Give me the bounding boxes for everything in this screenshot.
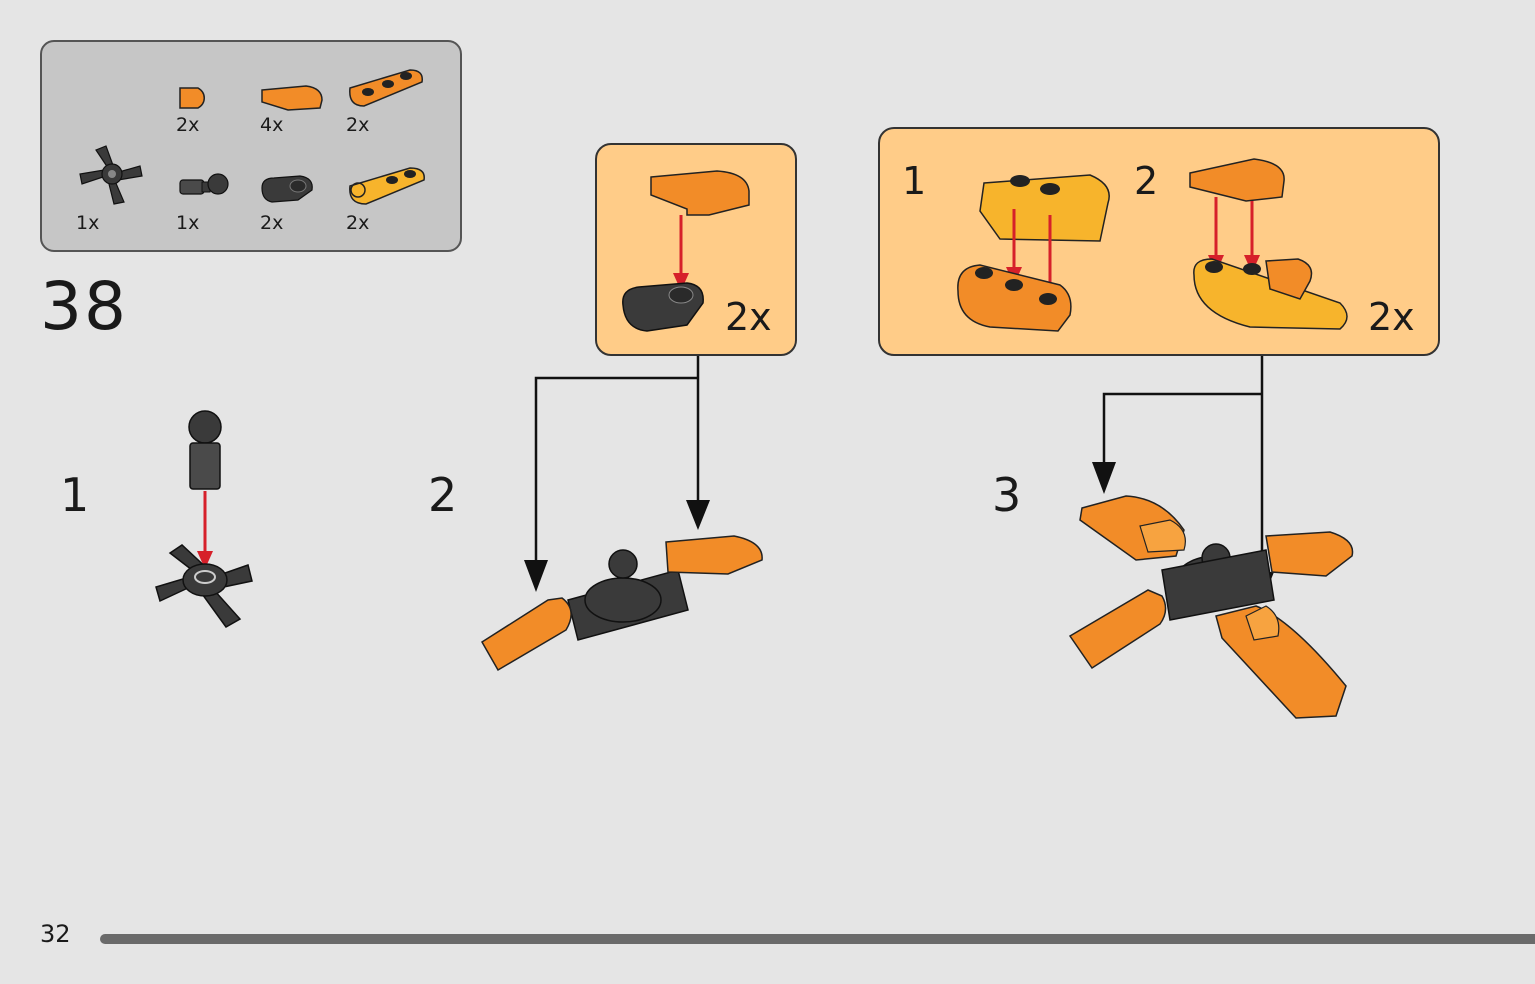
part-qty: 2x bbox=[176, 114, 200, 136]
ball-joint-cross-icon bbox=[79, 145, 143, 205]
callout-b-step-1-illustration bbox=[957, 174, 1110, 332]
substep-number-1: 1 bbox=[60, 468, 90, 522]
substep-number-3: 3 bbox=[992, 468, 1022, 522]
callout-b-step-2-illustration bbox=[1189, 158, 1348, 330]
callout-b-multiplier: 2x bbox=[1368, 295, 1415, 339]
substep-2-illustration bbox=[480, 535, 763, 672]
substep-3-illustration bbox=[1068, 495, 1354, 719]
callout-box-b: 1 2 2x bbox=[878, 127, 1440, 356]
part-qty: 4x bbox=[260, 114, 284, 136]
callout-a-multiplier: 2x bbox=[725, 295, 772, 339]
page-number: 32 bbox=[40, 920, 71, 948]
part-qty: 2x bbox=[346, 114, 370, 136]
part-qty: 2x bbox=[260, 212, 284, 234]
callout-b-sub-number-2: 2 bbox=[1134, 159, 1159, 203]
clip-plate-dark-icon bbox=[261, 175, 313, 203]
curved-slope-orange-icon bbox=[261, 85, 323, 111]
part-qty: 1x bbox=[176, 212, 200, 234]
callout-a-illustration bbox=[622, 170, 750, 332]
plate-1x3-orange-icon bbox=[349, 69, 423, 107]
parts-list-box: 2x 4x 2x 1x 1x 2x 2x bbox=[40, 40, 462, 252]
part-qty: 2x bbox=[346, 212, 370, 234]
part-qty: 1x bbox=[76, 212, 100, 234]
callout-box-a: 2x bbox=[595, 143, 797, 356]
plate-clip-yellow-icon bbox=[349, 167, 425, 205]
substep-number-2: 2 bbox=[428, 468, 458, 522]
step-number: 38 bbox=[40, 268, 128, 345]
ball-connector-icon bbox=[179, 173, 229, 195]
substep-1-illustration bbox=[155, 410, 253, 628]
page-progress-bar bbox=[100, 934, 1535, 944]
callout-b-sub-number-1: 1 bbox=[902, 159, 927, 203]
round-tile-orange-icon bbox=[179, 87, 205, 109]
